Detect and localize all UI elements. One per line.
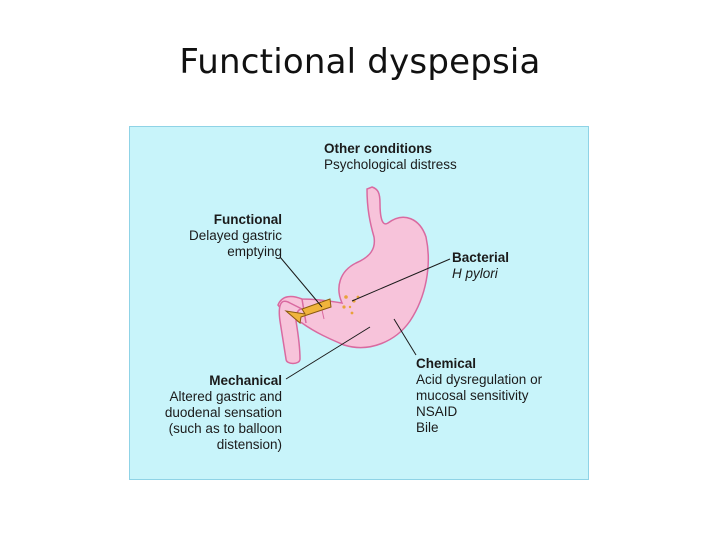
other-conditions-line: Psychological distress (324, 157, 457, 172)
leader-chemical (393, 318, 417, 356)
leader-functional (279, 256, 323, 308)
mechanical-line-2: duodenal sensation (164, 405, 282, 420)
mechanical-line-1: Altered gastric and (169, 389, 282, 404)
chemical-line-3: NSAID (416, 404, 458, 419)
label-other-conditions: Other conditions Psychological distress (324, 141, 457, 173)
functional-line-2: emptying (227, 244, 282, 259)
chemical-line-4: Bile (416, 420, 439, 435)
duodenum-shape (278, 300, 303, 365)
leader-lines (279, 256, 451, 380)
diagram-panel: Other conditions Psychological distress … (129, 126, 589, 480)
functional-heading: Functional (213, 212, 282, 227)
bacterial-heading: Bacterial (452, 250, 510, 265)
mechanical-line-4: distension) (216, 437, 282, 452)
chemical-line-2: mucosal sensitivity (416, 388, 529, 403)
label-mechanical: Mechanical Altered gastric and duodenal … (165, 373, 282, 453)
stomach-illustration (277, 186, 451, 380)
label-chemical: Chemical Acid dysregulation or mucosal s… (416, 356, 542, 436)
functional-line-1: Delayed gastric (188, 228, 282, 243)
leader-mechanical (285, 326, 371, 380)
mechanical-line-3: (such as to balloon (168, 421, 282, 436)
label-bacterial: Bacterial H pylori (452, 250, 509, 282)
chemical-line-1: Acid dysregulation or (416, 372, 543, 387)
stomach-shape (277, 186, 429, 349)
leader-bacterial (351, 258, 451, 302)
bacterial-line: H pylori (452, 266, 498, 281)
label-functional: Functional Delayed gastric emptying (189, 212, 282, 260)
h-pylori-dots (342, 295, 360, 315)
chemical-heading: Chemical (416, 356, 477, 371)
slide-title: Functional dyspepsia (179, 42, 541, 82)
mechanical-heading: Mechanical (209, 373, 282, 388)
other-conditions-heading: Other conditions (324, 141, 432, 156)
